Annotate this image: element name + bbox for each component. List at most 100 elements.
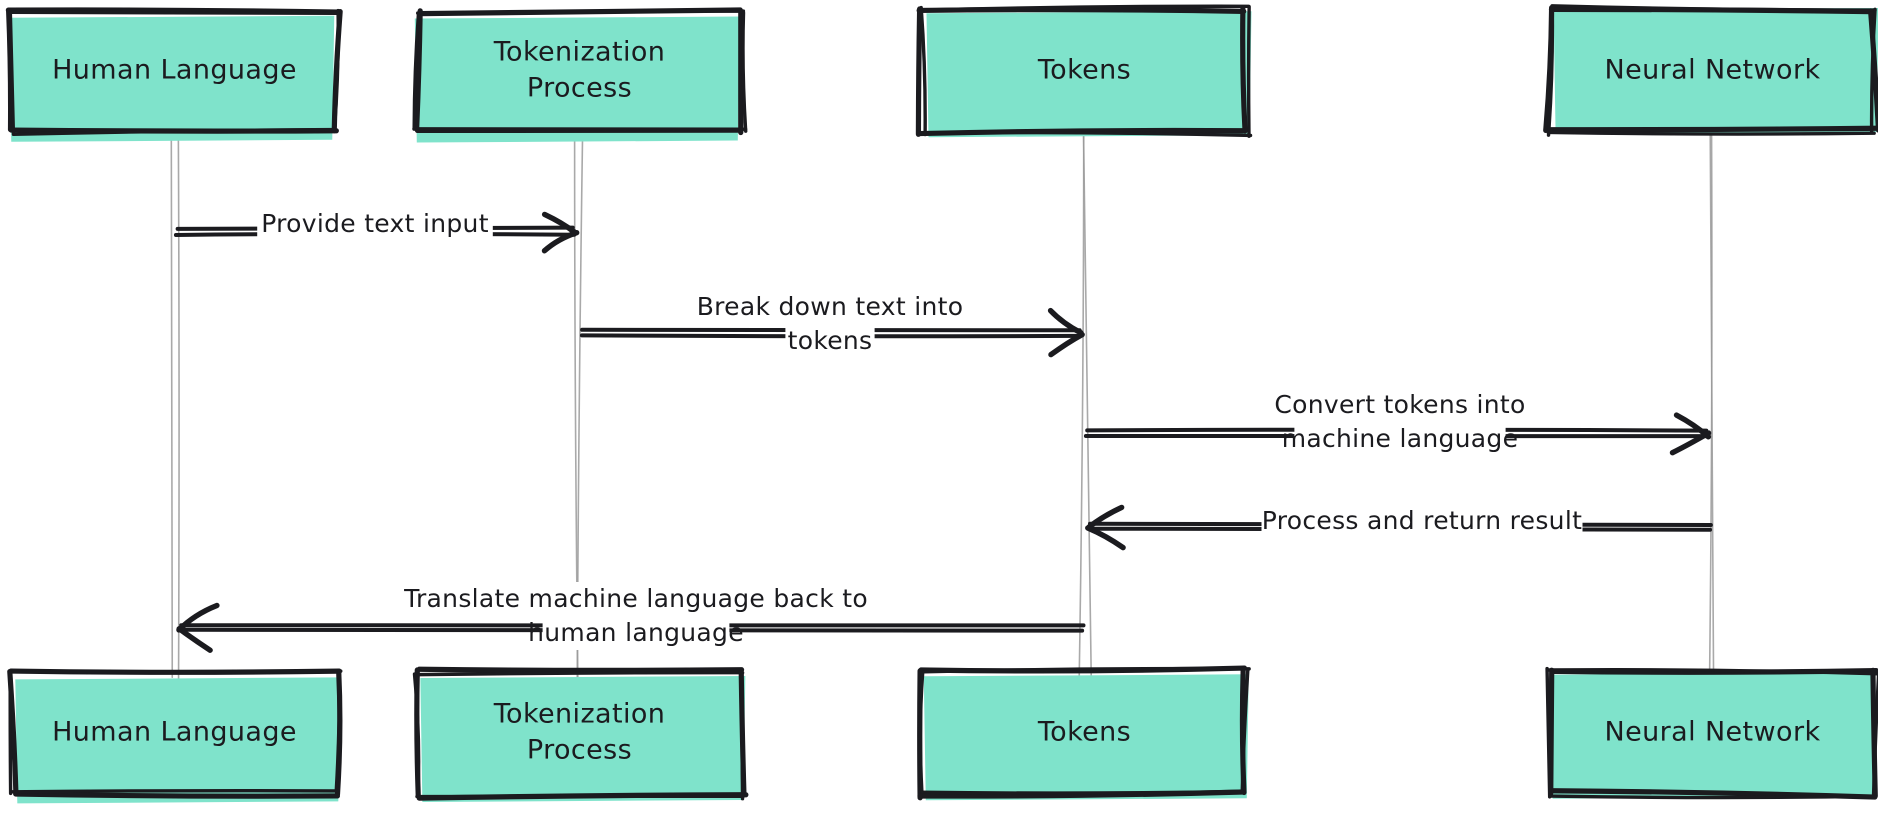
participant-label: Process [527, 73, 632, 104]
message-label: machine language [1282, 424, 1519, 453]
label-backdrop [1261, 504, 1583, 538]
participant-outline [1869, 7, 1877, 134]
participant-fill [420, 675, 746, 802]
message-label: Provide text input [261, 209, 489, 238]
message-label: human language [528, 618, 744, 647]
participant-box-human-language-bottom[interactable]: Human Language [7, 668, 343, 804]
participant-outline [922, 666, 1251, 674]
participant-fill [923, 674, 1249, 801]
participant-label: Neural Network [1605, 55, 1821, 86]
participant-outline [416, 9, 746, 15]
participant-fill [414, 16, 740, 143]
arrowhead [541, 211, 578, 235]
participant-box-neural-network-bottom[interactable]: Neural Network [1545, 666, 1878, 800]
participant-outline [1240, 668, 1250, 791]
message-msg-provide-text-input[interactable]: Provide text input [173, 207, 580, 254]
participant-label: Tokens [1037, 55, 1131, 86]
message-msg-process-return-result[interactable]: Process and return result [1085, 504, 1713, 551]
participant-outline [915, 6, 923, 137]
arrowhead [176, 626, 213, 653]
participant-outline [416, 666, 745, 674]
arrowhead [1048, 331, 1085, 358]
message-label: Translate machine language back to [403, 584, 868, 613]
participant-outline [1545, 668, 1878, 676]
participant-fill [15, 677, 341, 804]
participant-outline [8, 10, 16, 135]
participant-outline [5, 7, 343, 15]
lifeline-stroke [1078, 127, 1085, 680]
participant-outline [332, 8, 340, 134]
message-msg-break-down-text[interactable]: Break down text into tokens [579, 290, 1085, 358]
participant-box-tokens-top[interactable]: Tokens [915, 4, 1253, 138]
arrowhead [541, 229, 580, 254]
lifeline-stroke [170, 126, 174, 679]
message-label: Convert tokens into [1274, 390, 1525, 419]
message-msg-translate-back[interactable]: Translate machine language back to human … [176, 582, 1086, 653]
label-backdrop [542, 616, 730, 650]
lifeline-human-language [170, 126, 180, 680]
arrowhead [1047, 307, 1084, 336]
lifeline-tokens [1078, 127, 1093, 681]
participant-box-human-language-top[interactable]: Human Language [5, 7, 343, 142]
participant-outline [919, 4, 1251, 12]
participant-outline [9, 788, 340, 794]
participant-outline [740, 670, 745, 801]
arrowhead [1085, 525, 1126, 551]
participant-outline [8, 10, 341, 16]
label-backdrop [700, 290, 960, 324]
participant-outline [1240, 6, 1248, 134]
participant-outline [414, 8, 423, 131]
participant-outline [1545, 666, 1552, 799]
participant-label: Human Language [52, 717, 297, 748]
lifeline-stroke [1082, 127, 1093, 681]
participant-outline [1546, 130, 1876, 136]
participant-outline [415, 794, 745, 799]
label-backdrop [1294, 422, 1506, 456]
participant-outline [1547, 794, 1875, 800]
participant-box-neural-network-top[interactable]: Neural Network [1543, 4, 1878, 137]
arrowhead [1669, 430, 1712, 456]
participant-outline [1544, 125, 1878, 133]
message-label: Process and return result [1262, 506, 1582, 535]
message-label: tokens [788, 326, 873, 355]
participant-outline [1246, 5, 1251, 138]
label-backdrop [257, 207, 493, 241]
label-backdrop [1276, 388, 1524, 422]
participant-outline [13, 791, 340, 799]
participant-label: Tokenization [493, 37, 666, 68]
participant-fill [926, 11, 1252, 138]
lifelines-layer [170, 125, 1715, 681]
participant-fill [9, 15, 335, 142]
participant-outline [412, 12, 421, 131]
participant-fill [1550, 672, 1876, 799]
participant-label: Human Language [52, 55, 297, 86]
participant-outline [1550, 4, 1877, 12]
participant-label: Tokenization [493, 699, 666, 730]
label-backdrop [420, 582, 852, 616]
lifeline-stroke [1708, 127, 1713, 680]
message-label: Break down text into [697, 292, 964, 321]
participant-outline [1546, 4, 1555, 137]
label-backdrop [785, 324, 875, 358]
participant-outline [416, 670, 745, 677]
participant-outline [918, 789, 1245, 795]
participant-outline [741, 11, 748, 133]
message-msg-convert-tokens[interactable]: Convert tokens into machine language [1083, 388, 1712, 456]
arrowhead [1086, 504, 1125, 530]
participant-label: Neural Network [1605, 717, 1821, 748]
participant-label: Tokens [1037, 717, 1131, 748]
participant-box-tokens-bottom[interactable]: Tokens [917, 665, 1251, 801]
participant-label: Process [527, 735, 632, 766]
participant-outline [10, 669, 343, 674]
lifeline-stroke [177, 127, 180, 680]
participant-outline [924, 130, 1253, 138]
lifeline-neural-network [1708, 125, 1715, 680]
participant-outline [919, 5, 927, 137]
participant-outline [918, 671, 925, 794]
